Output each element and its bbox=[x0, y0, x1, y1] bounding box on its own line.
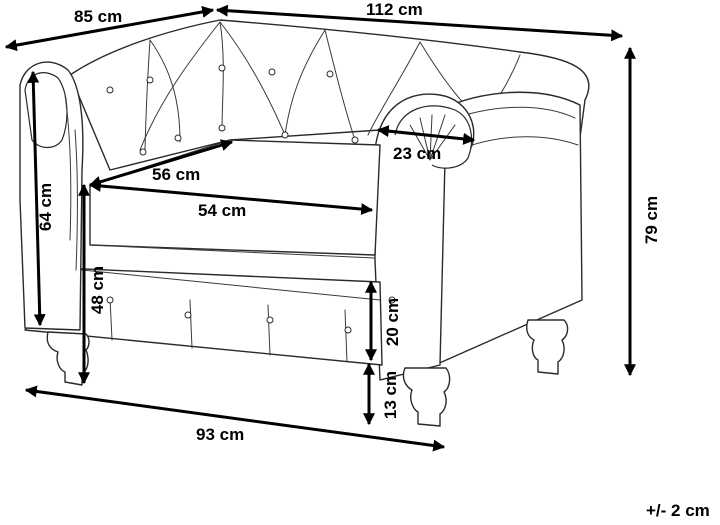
label-seat-height: 48 cm bbox=[88, 266, 107, 314]
label-seat-depth: 56 cm bbox=[152, 165, 200, 184]
label-leg-height: 13 cm bbox=[381, 371, 400, 419]
front-buttons bbox=[106, 296, 396, 334]
label-depth: 85 cm bbox=[74, 7, 122, 26]
diagonal-width-line bbox=[24, 385, 446, 452]
dimension-lines bbox=[4, 4, 636, 452]
label-width: 112 cm bbox=[366, 0, 423, 19]
seat-width-line bbox=[88, 179, 374, 216]
chair-right-side bbox=[434, 91, 583, 366]
label-tolerance: +/- 2 cm bbox=[646, 501, 710, 520]
label-armrest-height: 64 cm bbox=[36, 183, 55, 231]
label-total-height: 79 cm bbox=[642, 196, 661, 244]
front-panels bbox=[109, 297, 348, 363]
label-diagonal-width: 93 cm bbox=[196, 425, 244, 444]
label-armrest-width: 23 cm bbox=[393, 144, 441, 163]
leg-back-right bbox=[525, 319, 569, 375]
width-line bbox=[215, 4, 624, 42]
label-seat-width: 54 cm bbox=[198, 201, 246, 220]
dimension-labels: 85 cm 112 cm 79 cm 64 cm 56 cm 54 cm 23 … bbox=[36, 0, 710, 520]
label-cushion-height: 20 cm bbox=[383, 298, 402, 346]
leg-front-right bbox=[402, 367, 451, 427]
armchair-drawing bbox=[19, 19, 590, 427]
armrest-width-line bbox=[376, 125, 476, 145]
seat-depth-line bbox=[88, 139, 234, 188]
armrest-height-line bbox=[27, 70, 46, 327]
left-arm-pleats bbox=[64, 94, 78, 271]
depth-line bbox=[4, 5, 215, 52]
left-arm-face bbox=[24, 72, 68, 149]
